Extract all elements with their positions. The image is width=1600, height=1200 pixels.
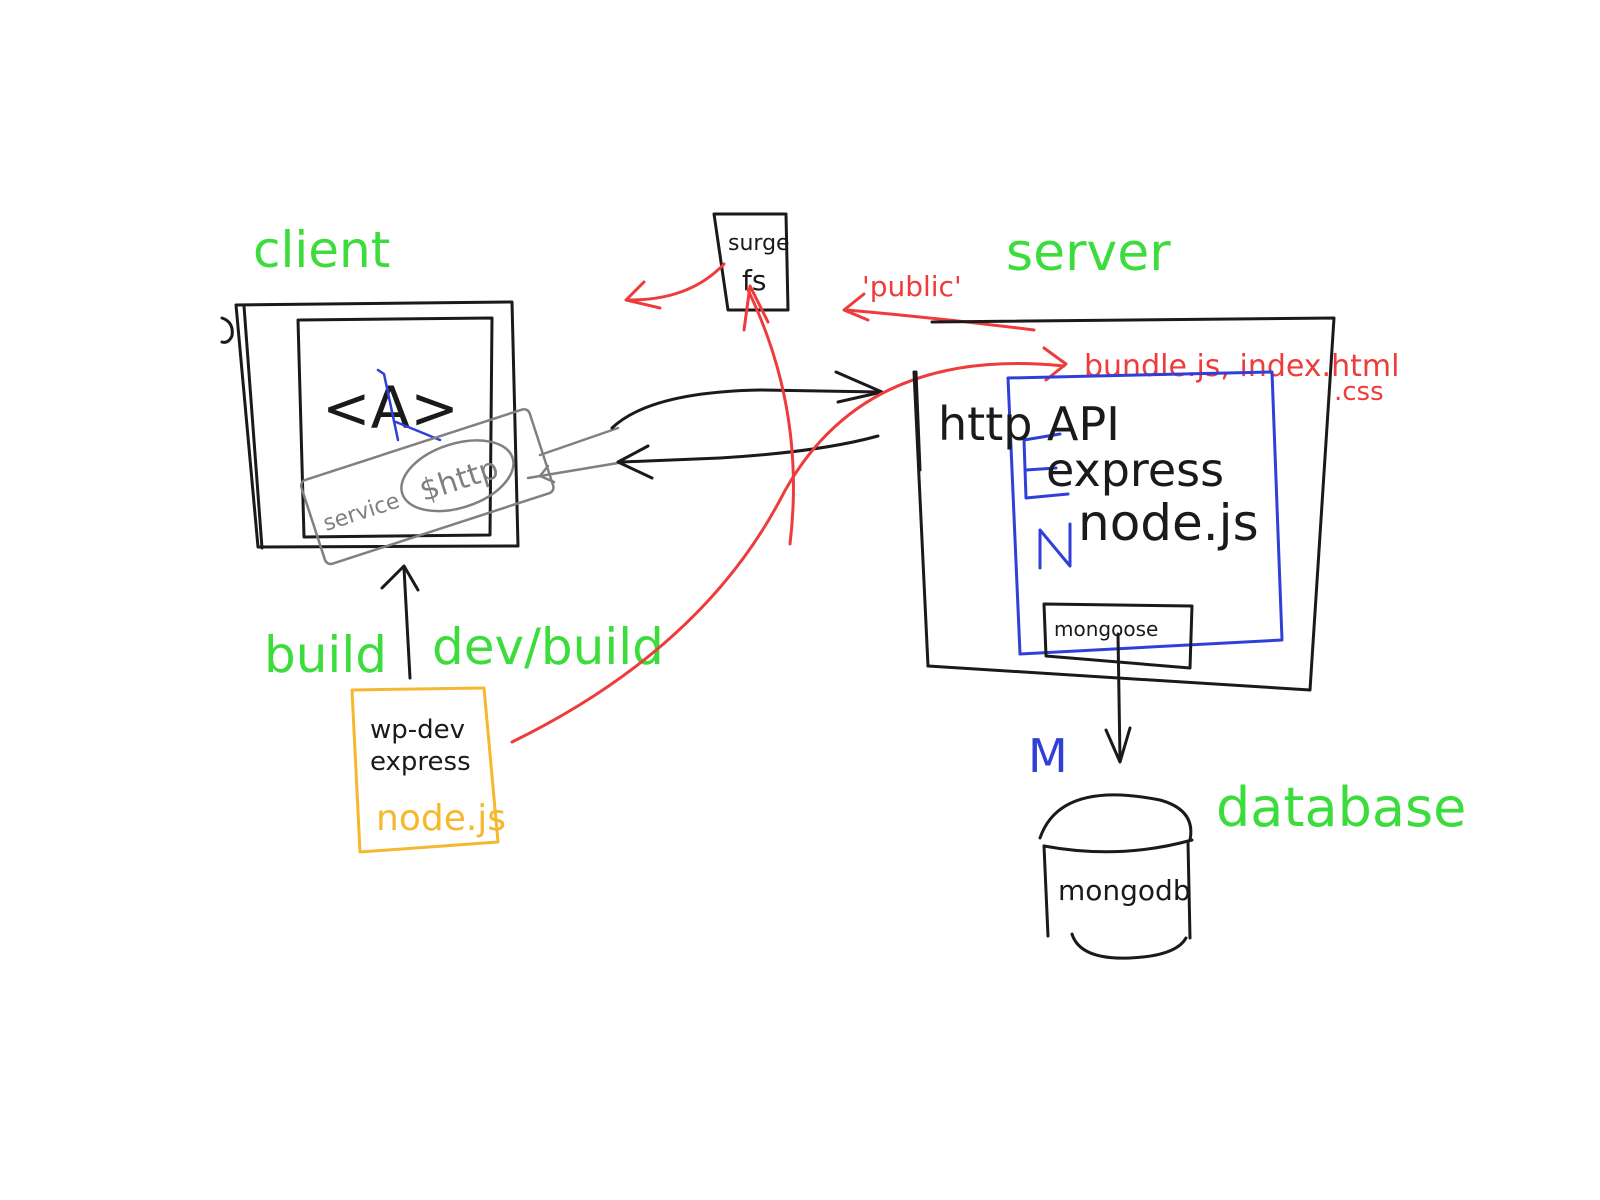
express-label: express [1046,443,1224,497]
surge-label: surge [728,231,790,256]
wpdev-node-label: node.js [376,798,506,839]
bundle-files-label: bundle.js, index.html [1084,349,1399,384]
public-label: 'public' [862,270,962,303]
db-query-arrow [1104,632,1132,764]
server-label: server [1006,223,1171,283]
database-cylinder-icon [1038,793,1194,960]
css-label: .css [1334,377,1384,407]
angular-logo: <A> [322,368,459,442]
build-label: build [264,626,387,684]
deploy-bundle-arrow [510,346,1068,744]
wpdev-label: wp-dev [370,715,465,745]
database-label: database [1216,776,1466,839]
devbuild-label: dev/build [432,618,664,676]
public-serve-arrow [842,292,1036,332]
client-browser-window-icon [220,300,520,550]
mongo-letter: M [1028,729,1068,783]
express-node-box [1006,370,1284,656]
http-api-label: http API [938,397,1120,451]
service-label: service [320,489,403,537]
http-response-arrow [616,434,880,480]
mongodb-label: mongodb [1058,874,1191,907]
mongoose-label: mongoose [1054,617,1158,641]
wpdev-express-label: express [370,747,471,777]
mongoose-box: mongoose [1042,602,1194,670]
nodejs-label: node.js [1078,494,1259,552]
build-arrow [380,564,420,680]
surge-box: surge fs [712,212,790,312]
deploy-to-surge-arrow [742,284,795,546]
client-label: client [253,221,390,279]
surge-publish-arrow [624,262,726,310]
webpack-dev-box: wp-dev express node.js [350,686,506,854]
